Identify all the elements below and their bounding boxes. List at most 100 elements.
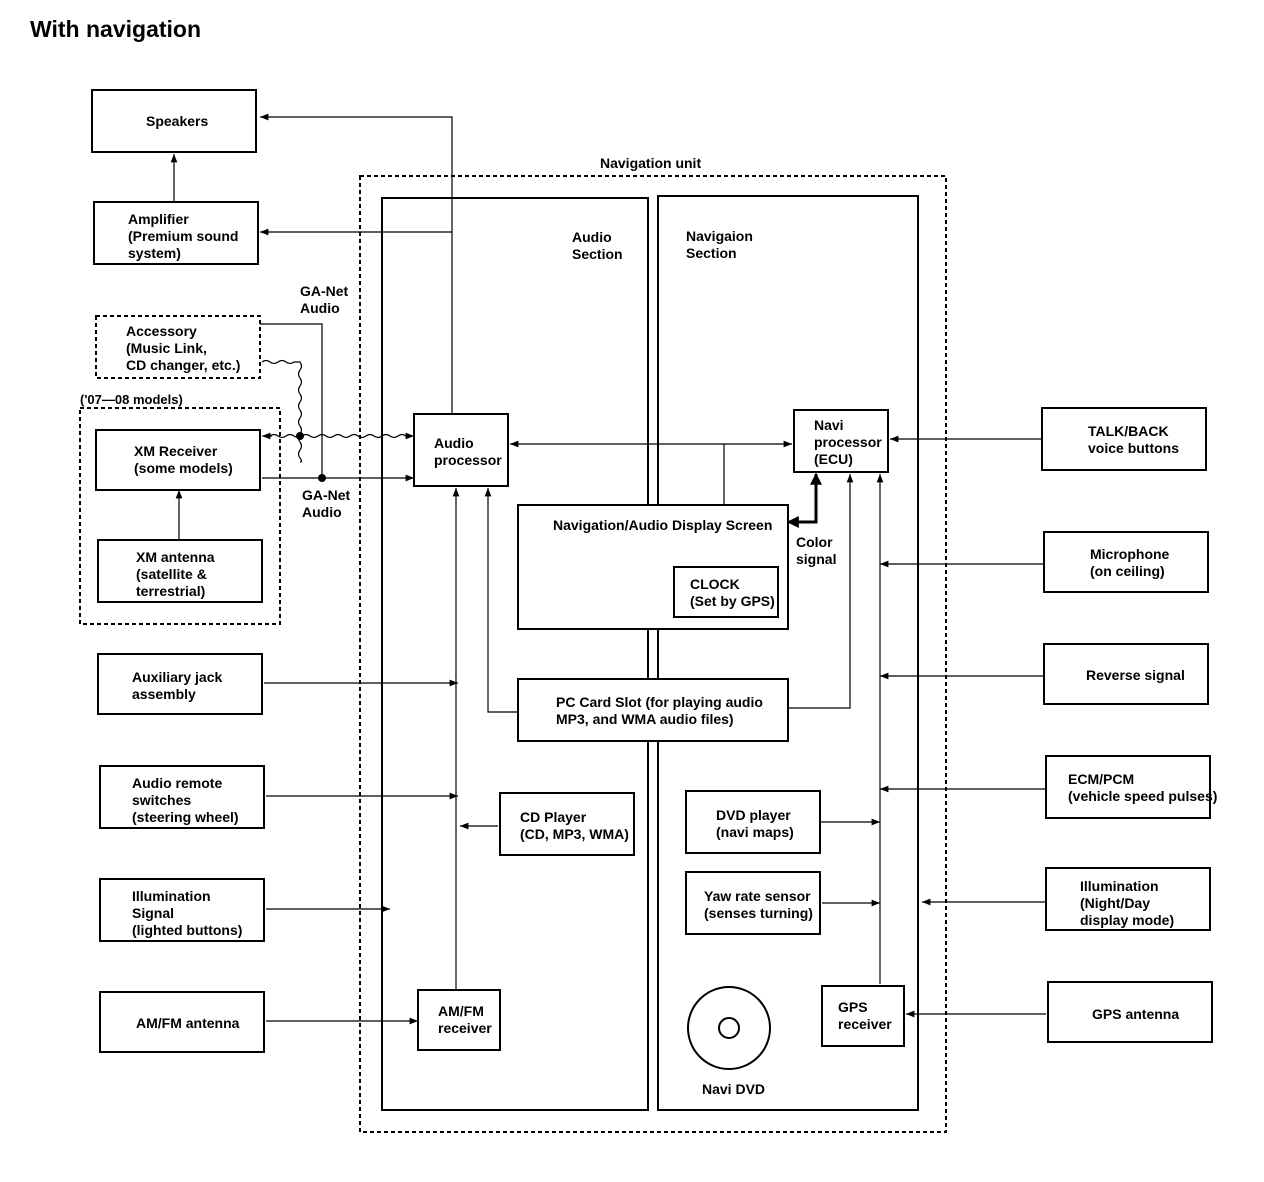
text-line: Audio	[434, 435, 474, 451]
text-line: Microphone	[1090, 546, 1170, 562]
reverse-signal-box	[1043, 643, 1209, 705]
text-line: system)	[128, 245, 181, 261]
text-line: Audio remote	[132, 775, 222, 791]
cd-player-text: CD Player(CD, MP3, WMA)	[520, 809, 629, 842]
microphone-text: Microphone(on ceiling)	[1090, 546, 1170, 579]
text-line: processor	[814, 434, 882, 450]
text-line: Reverse signal	[1086, 667, 1185, 683]
aux-jack-box	[97, 653, 263, 715]
text-line: GPS	[838, 999, 868, 1015]
xm-antenna-box	[97, 539, 263, 603]
display-screen-text: Navigation/Audio Display Screen	[553, 517, 772, 533]
text-line: assembly	[132, 686, 196, 702]
xm-audio-wave	[269, 433, 412, 439]
speakers-text: Speakers	[146, 113, 208, 129]
pccard-to-navi-line	[788, 474, 854, 709]
text-line: CD changer, etc.)	[126, 357, 240, 373]
text-line: GPS antenna	[1092, 1006, 1179, 1022]
text-line: (satellite &	[136, 566, 207, 582]
text-line: GA-Net	[302, 487, 351, 503]
gps-antenna-text: GPS antenna	[1092, 1006, 1179, 1022]
audio-section-box	[381, 197, 649, 1111]
text-line: processor	[434, 452, 502, 468]
text-line: CD Player	[520, 809, 587, 825]
text-line: Signal	[132, 905, 174, 921]
xm-antenna-text: XM antenna(satellite &terrestrial)	[136, 549, 215, 599]
text-line: Audio	[300, 300, 340, 316]
text-line: Audio	[302, 504, 342, 520]
navigation-unit-label: Navigation unit	[600, 155, 701, 171]
cd-player-box	[499, 792, 635, 856]
navi-dvd-hole-icon	[718, 1017, 740, 1039]
amfm-antenna-box	[99, 991, 265, 1053]
color-signal-arrow	[786, 472, 822, 528]
text-line: (Night/Day	[1080, 895, 1150, 911]
text-line: XM Receiver	[134, 443, 218, 459]
text-line: terrestrial)	[136, 583, 205, 599]
text-line: DVD player	[716, 807, 791, 823]
text-line: (steering wheel)	[132, 809, 239, 825]
text-line: (navi maps)	[716, 824, 794, 840]
amfm-receiver-box	[417, 989, 501, 1051]
text-line: Navi DVD	[702, 1081, 765, 1097]
wave-junction	[296, 432, 304, 440]
text-line: (senses turning)	[704, 905, 813, 921]
audio-remote-box	[99, 765, 265, 829]
text-line: TALK/BACK	[1088, 423, 1169, 439]
models-note: ('07—08 models)	[80, 392, 183, 407]
text-line: Audio	[572, 229, 612, 245]
pc-card-box	[517, 678, 789, 742]
text-line: (Set by GPS)	[690, 593, 775, 609]
dvd-player-box	[685, 790, 821, 854]
text-line: XM antenna	[136, 549, 215, 565]
text-line: Section	[572, 246, 623, 262]
page-title: With navigation	[30, 16, 201, 42]
gps-receiver-box	[821, 985, 905, 1047]
text-line: voice buttons	[1088, 440, 1179, 456]
text-line: (ECU)	[814, 451, 853, 467]
audio-processor-box	[413, 413, 509, 487]
text-line: receiver	[838, 1016, 892, 1032]
xm-receiver-box	[95, 429, 261, 491]
reverse-signal-text: Reverse signal	[1086, 667, 1185, 683]
accessory-text: Accessory(Music Link,CD changer, etc.)	[126, 323, 240, 373]
text-line: Yaw rate sensor	[704, 888, 811, 904]
speakers-box	[91, 89, 257, 153]
text-line: receiver	[438, 1020, 492, 1036]
navigation-section-box	[657, 195, 919, 1111]
yaw-sensor-text: Yaw rate sensor(senses turning)	[704, 888, 813, 921]
text-line: Section	[686, 245, 737, 261]
text-line: GA-Net	[300, 283, 349, 299]
text-line: Accessory	[126, 323, 197, 339]
clock-text: CLOCK(Set by GPS)	[690, 576, 775, 609]
yaw-sensor-box	[685, 871, 821, 935]
text-line: CLOCK	[690, 576, 740, 592]
dvd-player-text: DVD player(navi maps)	[716, 807, 794, 840]
ganet-bus-vertical	[260, 323, 323, 478]
text-line: (Music Link,	[126, 340, 207, 356]
text-line: (Premium sound	[128, 228, 238, 244]
text-line: switches	[132, 792, 191, 808]
processor-to-speakers-line	[260, 113, 453, 414]
text-line: Color	[796, 534, 833, 550]
gps-antenna-box	[1047, 981, 1213, 1043]
xm-receiver-text: XM Receiver(some models)	[134, 443, 233, 476]
text-line: Auxiliary jack	[132, 669, 222, 685]
clock-box	[673, 566, 779, 618]
amfm-antenna-text: AM/FM antenna	[136, 1015, 240, 1031]
text-line: (some models)	[134, 460, 233, 476]
text-line: signal	[796, 551, 836, 567]
text-line: Navigation/Audio Display Screen	[553, 517, 772, 533]
text-line: (CD, MP3, WMA)	[520, 826, 629, 842]
text-line: MP3, and WMA audio files)	[556, 711, 734, 727]
